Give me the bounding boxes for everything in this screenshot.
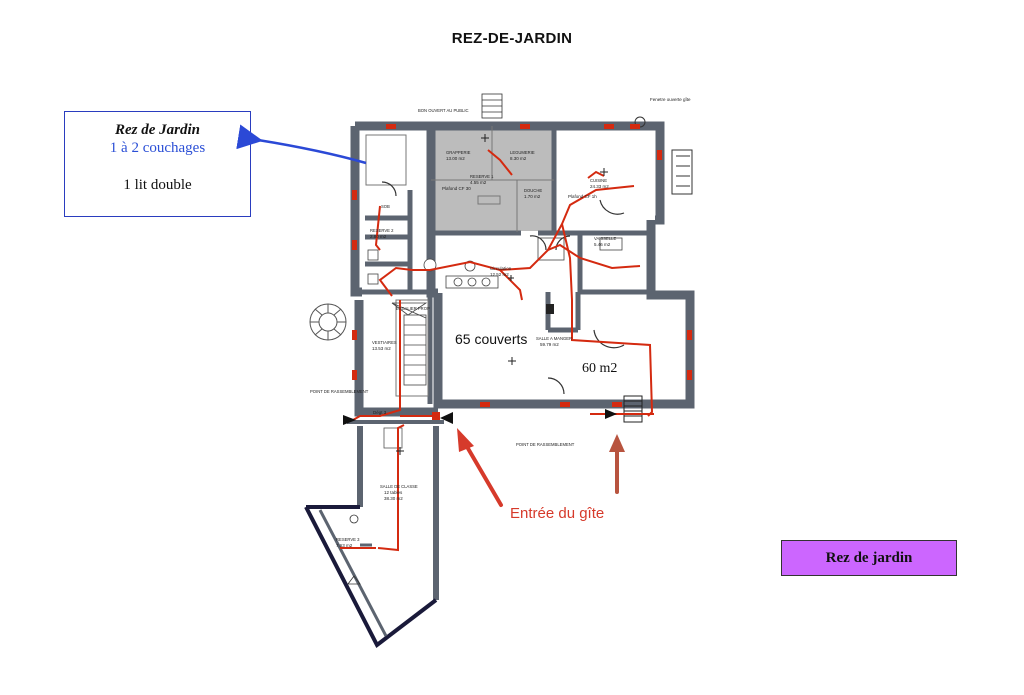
plafond-right-label: Plafond CF 1h	[568, 194, 597, 199]
room-area-reserve3: 7.63 m2	[336, 543, 353, 548]
room-label-vaisselle: VAISSELLE	[594, 236, 616, 241]
sortie-top-label: BON OUVERT AU PUBLIC	[418, 108, 469, 113]
room-area-cuisine: 24.33 m2	[590, 184, 609, 189]
point-left-label: POINT DE RASSEMBLEMENT	[310, 389, 369, 394]
vestiaire-stairs	[391, 302, 428, 386]
room-label-reserve2: RESERVE 2	[370, 228, 394, 233]
red-arrows	[457, 428, 625, 507]
cross-markers	[396, 134, 608, 455]
room-label-cuisine: CUISINE	[590, 178, 607, 183]
room-area-salle-manger: 59.79 m2	[540, 342, 559, 347]
room-label-escalier: ESCALIER PROP	[396, 306, 430, 311]
room-label-salle-classe: SALLE DE CLASSE	[380, 484, 418, 489]
opening-marks	[352, 124, 692, 420]
room-area-reserve1: 4.55 m2	[470, 180, 487, 185]
info-box-bed: 1 lit double	[123, 177, 192, 193]
entry-triangles	[343, 409, 617, 425]
partition-lines	[365, 126, 554, 397]
room-label-degt: Dégt 3	[373, 410, 387, 415]
room-label-legumerie: LEGUMERIE	[510, 150, 535, 155]
room-label-reserve1: RESERVE 1	[470, 174, 494, 179]
entrance-stairs	[623, 395, 643, 423]
annex-walls	[304, 420, 444, 649]
info-box-title: Rez de Jardin	[114, 122, 200, 138]
room-area-vaisselle: 5.46 m2	[594, 242, 611, 247]
room-area-circulation: 12.52 m2	[490, 272, 509, 277]
room-area-douche: 1.70 m2	[524, 194, 541, 199]
top-stairs	[481, 93, 503, 119]
room-labels: GRAPPERIE 13.00 m2 LEGUMERIE 8.30 m2 RES…	[310, 97, 691, 548]
blue-arrow	[236, 124, 367, 165]
kitchen-fixtures	[367, 237, 623, 289]
spiral-stair	[309, 303, 347, 341]
door-arcs	[381, 181, 625, 395]
room-sub-salle-classe: 12 tables	[384, 490, 403, 495]
room-label-reserve3: RESERVE 3	[336, 537, 360, 542]
room-label-circulation: Circulation	[490, 266, 512, 271]
area-label: 60 m2	[582, 361, 617, 376]
room-label-sob: SOB	[381, 204, 390, 209]
point-right-label: POINT DE RASSEMBLEMENT	[516, 442, 575, 447]
room-area-grapperie: 13.00 m2	[446, 156, 465, 161]
room-label-douche: DOUCHE	[524, 188, 542, 193]
room-label-salle-manger: SALLE A MANGER	[536, 336, 572, 341]
info-box: Rez de Jardin 1 à 2 couchages 1 lit doub…	[64, 111, 251, 217]
room-area-legumerie: 8.30 m2	[510, 156, 527, 161]
room-label-vestiaires: VESTIAIRES	[372, 340, 397, 345]
room-label-grapperie: GRAPPERIE	[446, 150, 471, 155]
floor-badge: Rez de jardin	[781, 540, 957, 576]
room-area-vestiaires: 13.53 m2	[372, 346, 391, 351]
plafond-left-label: Plafond CF 30	[442, 186, 471, 191]
room-area-salle-classe: 38.30 m2	[384, 496, 403, 501]
room-area-reserve2: 2.80 m2	[370, 234, 387, 239]
interior-walls	[362, 126, 651, 404]
network-lines	[340, 149, 654, 552]
sortie-right-label: Fenetre ouverte gîte	[650, 97, 691, 102]
page-title: REZ-DE-JARDIN	[451, 30, 573, 47]
info-box-subtitle: 1 à 2 couchages	[109, 140, 206, 156]
covers-label: 65 couverts	[455, 331, 527, 347]
entrance-label: Entrée du gîte	[510, 505, 604, 522]
